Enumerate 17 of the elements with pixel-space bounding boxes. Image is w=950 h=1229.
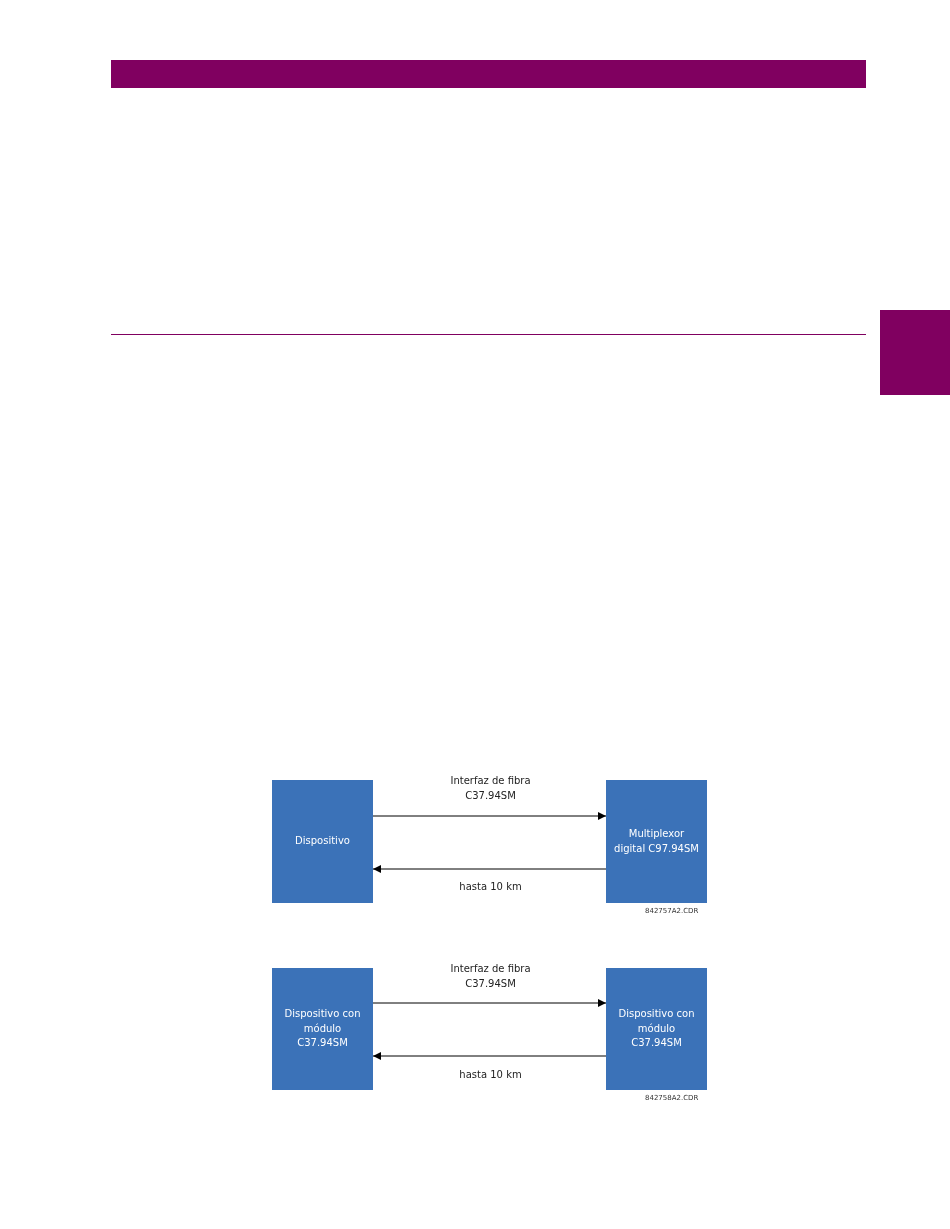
box-label: Multiplexor digital C97.94SM xyxy=(613,827,700,856)
arrow xyxy=(372,999,607,1007)
device-box xyxy=(606,780,707,903)
arrow xyxy=(372,812,607,820)
edge-label: hasta 10 km xyxy=(458,880,523,894)
edge-label: hasta 10 km xyxy=(458,1068,523,1082)
device-box xyxy=(272,780,373,903)
device-box xyxy=(272,968,373,1090)
box-label: Dispositivo xyxy=(295,834,350,849)
box-label: Dispositivo con módulo C37.94SM xyxy=(283,1007,362,1051)
arrow xyxy=(372,1052,607,1060)
device-box xyxy=(606,968,707,1090)
box-label: Dispositivo con módulo C37.94SM xyxy=(617,1007,696,1051)
side-tab xyxy=(880,310,950,395)
edge-label: Interfaz de fibra C37.94SM xyxy=(449,774,532,803)
edge-label: Interfaz de fibra C37.94SM xyxy=(449,962,532,991)
arrow xyxy=(372,865,607,873)
